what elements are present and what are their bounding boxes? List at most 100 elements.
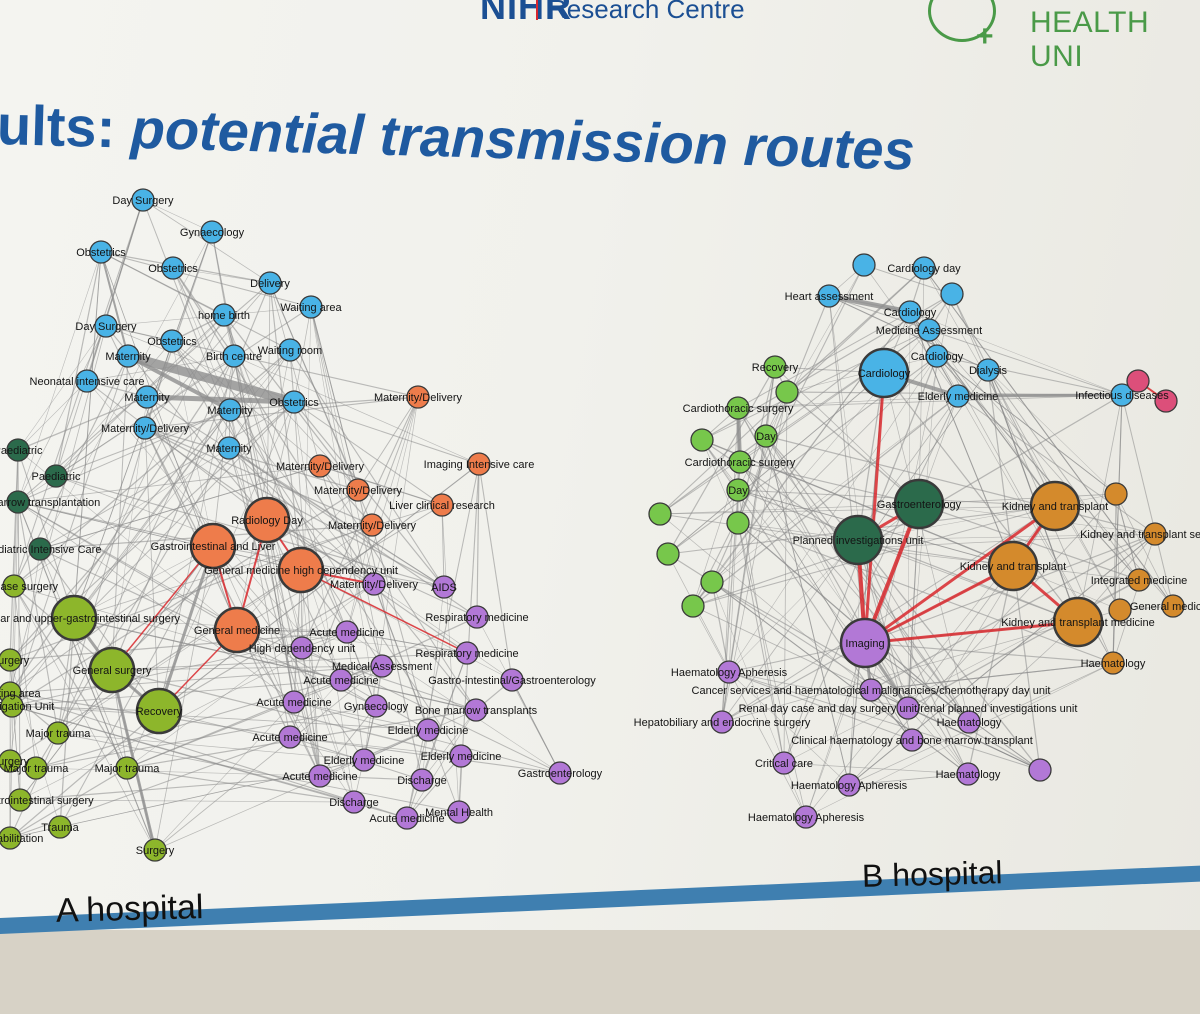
network-edge: [9, 692, 408, 819]
network-node: [290, 636, 314, 660]
network-edge: [739, 461, 969, 775]
network-edge: [728, 366, 776, 673]
network-edge: [17, 501, 59, 734]
network-node: [449, 744, 473, 768]
network-node: [976, 358, 1000, 382]
network-edge: [883, 372, 970, 723]
network-edge: [1121, 394, 1174, 607]
transmission-edge: [863, 371, 886, 645]
network-edge: [319, 705, 377, 777]
network-node: [896, 696, 920, 720]
network-node: [1161, 594, 1185, 618]
node-label: General medicine high dependency unit: [204, 565, 398, 577]
network-node: [329, 668, 353, 692]
plus-icon: +: [976, 20, 994, 53]
network-edge: [35, 665, 383, 769]
network-edge: [1115, 493, 1140, 581]
node-label: Maternity/Delivery: [314, 485, 403, 497]
transmission-edge: [863, 564, 1015, 645]
network-node: [243, 496, 291, 544]
network-node: [0, 648, 22, 672]
network-edge: [19, 775, 321, 801]
network-node: [200, 220, 224, 244]
network-edge: [144, 427, 321, 777]
network-edge: [907, 707, 969, 775]
network-edge: [236, 629, 355, 803]
node-label: Maternity: [105, 351, 151, 363]
node-label: Upper-gastrointestinal surgery: [0, 795, 94, 807]
network-edge: [864, 642, 1114, 664]
network-edge: [1115, 493, 1121, 611]
node-label: Cardiology: [858, 368, 911, 380]
network-edge: [857, 539, 969, 775]
network-edge: [478, 463, 513, 681]
network-node: [28, 537, 52, 561]
network-edge: [229, 396, 419, 411]
node-label: Acute medicine: [256, 697, 331, 709]
network-node: [987, 540, 1039, 592]
network-edge: [848, 773, 969, 786]
network-edge: [373, 396, 419, 585]
network-edge: [229, 409, 291, 738]
network-edge: [765, 293, 953, 437]
network-edge: [857, 539, 1079, 623]
network-edge: [765, 435, 850, 786]
network-edge: [701, 439, 739, 524]
network-edge: [229, 409, 462, 757]
node-label: Paediatric: [32, 471, 81, 483]
network-edge: [1115, 493, 1174, 607]
network-edge: [17, 396, 148, 451]
network-edge: [57, 732, 460, 813]
network-edge: [951, 293, 1056, 507]
network-edge: [692, 547, 863, 607]
network-node: [213, 606, 261, 654]
network-edge: [9, 665, 383, 694]
network-edge: [17, 380, 88, 451]
network-edge: [154, 701, 295, 851]
node-label: Discharge: [397, 775, 447, 787]
node-label: Maternity/Delivery: [276, 461, 365, 473]
node-label: Paediatric Intensive Care: [0, 544, 101, 556]
node-label: Kidney and transplant services: [1080, 529, 1200, 541]
node-label: Obstetrics: [269, 397, 319, 409]
network-edge: [346, 631, 468, 654]
network-edge: [228, 447, 321, 777]
network-edge: [828, 295, 863, 549]
network-edge: [310, 306, 359, 491]
network-edge: [9, 449, 19, 661]
network-edge: [17, 251, 102, 503]
node-label: General medicine: [1130, 601, 1200, 613]
network-edge: [319, 465, 477, 711]
node-label: Waiting room: [258, 345, 322, 357]
node-label: Radiology Day: [231, 515, 303, 527]
node-label: Waiting area: [280, 302, 342, 314]
node-label: Hepatobiliary and endocrine surgery: [634, 717, 811, 729]
screen-bezel: [0, 930, 1200, 1014]
network-node: [342, 790, 366, 814]
network-edge: [266, 519, 295, 703]
network-edge: [17, 465, 321, 503]
network-edge: [126, 583, 375, 769]
network-edge: [9, 732, 59, 839]
network-edge: [987, 369, 1117, 495]
network-edge: [212, 545, 445, 588]
node-label: Maternity/Delivery: [374, 392, 463, 404]
network-edge: [158, 463, 480, 712]
network-node: [335, 620, 359, 644]
network-node: [775, 380, 799, 404]
network-node: [1101, 651, 1125, 675]
network-edge: [233, 355, 359, 491]
network-edge: [13, 585, 37, 769]
network-node: [1028, 758, 1052, 782]
network-edge: [406, 709, 477, 819]
network-node: [143, 838, 167, 862]
node-label: Gynaecology: [180, 227, 245, 239]
network-node: [710, 710, 734, 734]
node-label: Maternity/Delivery: [328, 520, 417, 532]
network-node: [218, 398, 242, 422]
node-label: Haematology: [937, 717, 1002, 729]
network-edge: [406, 755, 462, 819]
network-node: [447, 800, 471, 824]
transmission-edge: [111, 545, 214, 671]
network-edge: [172, 267, 271, 284]
